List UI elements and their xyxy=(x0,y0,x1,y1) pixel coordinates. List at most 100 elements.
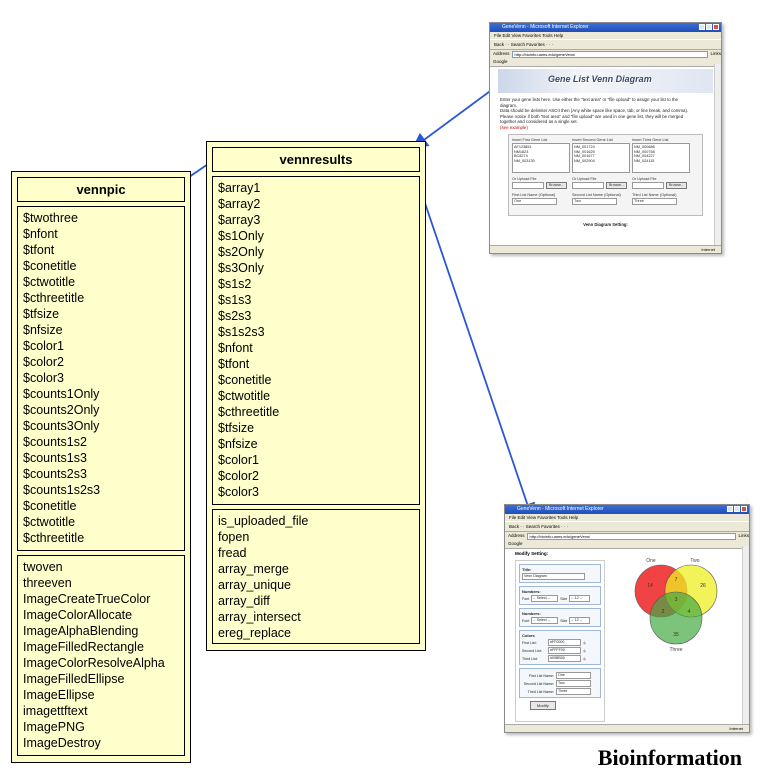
vennpic-attribute: $color2 xyxy=(23,355,64,369)
vennresults-method: fread xyxy=(218,546,247,560)
venn-region-one-three: 2 xyxy=(662,609,665,615)
list-name-input[interactable]: Two xyxy=(572,198,617,205)
numbers2-group: Numbers: Font -- Select -- Size -- 12 -- xyxy=(519,608,601,627)
font-select-2[interactable]: -- Select -- xyxy=(531,617,559,624)
vennresults-attribute: $array1 xyxy=(218,181,261,195)
vennpic-method: ImageFilledEllipse xyxy=(23,672,125,686)
browse-button[interactable]: Browse... xyxy=(666,182,687,189)
ie-menu-bar[interactable]: File Edit View Favorites Tools Help xyxy=(490,32,721,39)
venn-diagram: One Two 14 26 7 2 3 4 35 Three xyxy=(634,558,718,653)
address-label: Address xyxy=(508,533,525,538)
venn-region-one-two: 7 xyxy=(675,577,678,583)
vennpic-method: ImageColorResolveAlpha xyxy=(23,656,165,670)
close-icon[interactable] xyxy=(713,24,719,30)
first-color-input[interactable]: #FF0000 xyxy=(548,639,581,646)
list-name-input[interactable]: Three xyxy=(632,198,677,205)
vennpic-class-title: vennpic xyxy=(17,177,185,202)
list-name-label: Second List Name (Optional) xyxy=(572,193,621,197)
minimize-icon[interactable] xyxy=(727,506,733,512)
address-field[interactable]: http://bioinfo.uams.edu/geneVenn/ xyxy=(511,50,709,58)
upload-label: Or Upload File xyxy=(632,177,657,181)
venn-label-three: Three xyxy=(669,647,682,653)
setting-title: Venn Diagram Setting: xyxy=(583,222,628,227)
font-select[interactable]: -- Select -- xyxy=(531,595,559,602)
file-input[interactable] xyxy=(512,182,544,189)
vennpic-attribute: $ctwotitle xyxy=(23,275,76,289)
venn-region-two-only: 26 xyxy=(700,583,706,589)
first-name-input[interactable]: One xyxy=(556,672,591,679)
links-label[interactable]: Links xyxy=(710,51,721,56)
gene-entry: NM_024115 xyxy=(634,158,655,163)
vennpic-attribute: $tfont xyxy=(23,243,55,257)
vennresults-attribute: $s3Only xyxy=(218,261,264,275)
palette-icon[interactable]: ◎ xyxy=(583,640,587,645)
modify-button[interactable]: Modify xyxy=(530,701,556,710)
vennpic-attribute: $conetitle xyxy=(23,259,77,273)
vennresults-method: array_diff xyxy=(218,594,270,608)
browse-button[interactable]: Browse... xyxy=(546,182,567,189)
links-label[interactable]: Links xyxy=(738,533,749,538)
vennpic-attribute: $ctwotitle xyxy=(23,515,76,529)
minimize-icon[interactable] xyxy=(699,24,705,30)
palette-icon[interactable]: ◎ xyxy=(583,656,587,661)
file-input[interactable] xyxy=(632,182,664,189)
maximize-icon[interactable] xyxy=(734,506,740,512)
maximize-icon[interactable] xyxy=(706,24,712,30)
vennresults-class-box: vennresults $array1$array2$array3$s1Only… xyxy=(206,141,426,651)
venn-region-all: 3 xyxy=(675,597,678,603)
size-select-2[interactable]: -- 12 -- xyxy=(569,617,591,624)
status-zone: Internet xyxy=(729,726,743,731)
list-name-input[interactable]: One xyxy=(512,198,557,205)
upload-label: Or Upload File xyxy=(572,177,597,181)
gene-entry: NM_000686 xyxy=(634,145,655,149)
size-select[interactable]: -- 12 -- xyxy=(569,595,591,602)
address-field[interactable]: http://bioinfo.uams.edu/geneVenn/ xyxy=(526,532,737,540)
vennresults-attribute: $nfsize xyxy=(218,437,258,451)
gene-entry: NM_003130 xyxy=(514,158,535,163)
venn-region-three-only: 35 xyxy=(673,632,679,638)
venn-circle-three xyxy=(649,591,703,645)
palette-icon[interactable]: ◎ xyxy=(583,648,587,653)
vennpic-attribute: $nfont xyxy=(23,227,58,241)
ie-toolbar[interactable]: Back · · Search Favorites · · · xyxy=(505,521,749,532)
close-icon[interactable] xyxy=(741,506,747,512)
file-input[interactable] xyxy=(572,182,604,189)
ie-status-bar: Internet xyxy=(505,724,749,732)
ie-menu-bar[interactable]: File Edit View Favorites Tools Help xyxy=(505,514,749,521)
second-name-input[interactable]: Two xyxy=(556,680,591,687)
vennresults-attribute: $color3 xyxy=(218,485,259,499)
google-toolbar[interactable]: Google xyxy=(505,540,749,549)
second-color-input[interactable]: #FFFF00 xyxy=(548,647,581,654)
vennpic-attribute: $color1 xyxy=(23,339,64,353)
colors-group: Colors First List:#FF0000◎ Second List:#… xyxy=(519,630,601,665)
vennpic-method: imagettftext xyxy=(23,704,88,718)
address-label: Address xyxy=(493,51,510,56)
vennresults-attribute: $cthreetitle xyxy=(218,405,280,419)
banner-title: Gene List Venn Diagram xyxy=(548,74,652,84)
third-name-input[interactable]: Three xyxy=(556,688,591,695)
page-scrollbar[interactable] xyxy=(714,64,721,246)
title-input[interactable]: Venn Diagram xyxy=(522,573,585,580)
vennresults-attribute: $s1s3 xyxy=(218,293,252,307)
third-color-input[interactable]: #00BB00 xyxy=(548,655,581,662)
gene-entry: NM_000758 xyxy=(634,149,655,154)
browse-button[interactable]: Browse... xyxy=(606,182,627,189)
vennresults-attribute: $s2s3 xyxy=(218,309,252,323)
google-toolbar[interactable]: Google xyxy=(490,58,721,67)
gene-entry: NM_002904 xyxy=(574,158,595,163)
vennresults-attributes: $array1$array2$array3$s1Only$s2Only$s3On… xyxy=(212,176,420,505)
vennresults-attribute: $s1s2s3 xyxy=(218,325,265,339)
example-link[interactable]: (see example) xyxy=(500,124,528,130)
ie-title-bar: GeneVenn - Microsoft Internet Explorer xyxy=(490,23,721,32)
ie-toolbar[interactable]: Back · · Search Favorites · · · xyxy=(490,39,721,50)
vennresults-attribute: $color2 xyxy=(218,469,259,483)
page-scrollbar[interactable] xyxy=(742,546,749,725)
venn-label-two: Two xyxy=(690,558,699,564)
vennresults-attribute: $s2Only xyxy=(218,245,264,259)
vennpic-attribute: $counts1s2s3 xyxy=(23,483,101,497)
